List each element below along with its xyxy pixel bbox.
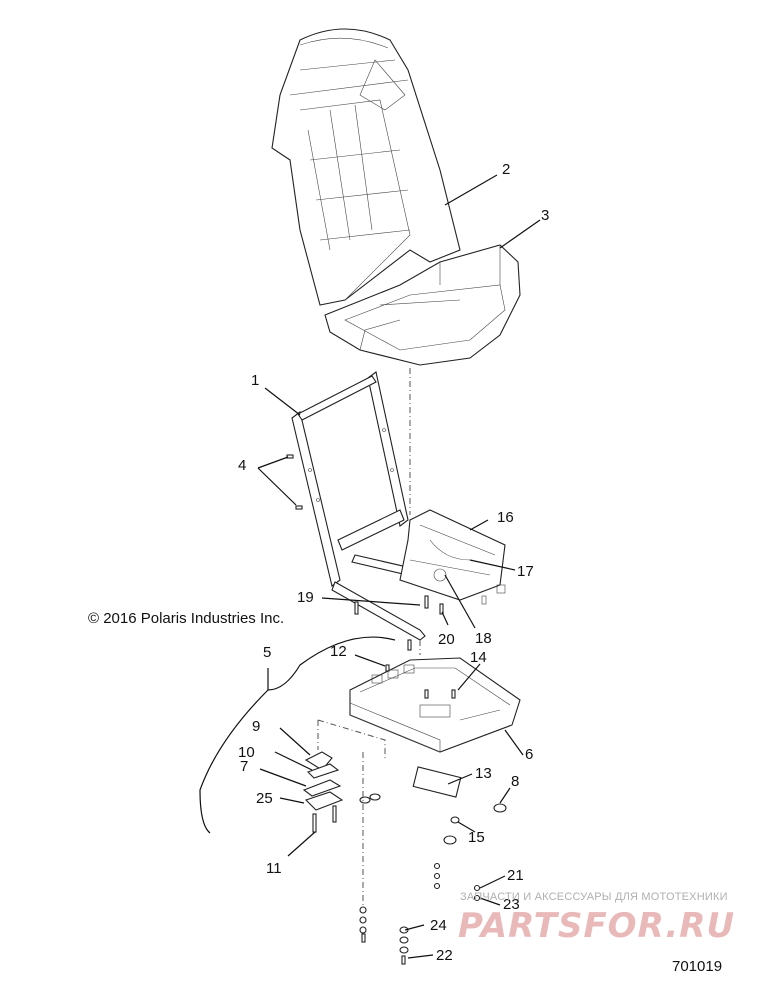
callout-10: 10 <box>238 744 255 761</box>
seat-back <box>271 28 461 306</box>
seat-base <box>349 657 521 753</box>
callout-1: 1 <box>251 372 259 389</box>
callout-8: 8 <box>511 773 519 790</box>
latch-assembly <box>302 751 344 811</box>
callout-25: 25 <box>256 790 273 807</box>
callout-24: 24 <box>430 917 447 934</box>
callout-4: 4 <box>238 457 246 474</box>
callout-16: 16 <box>497 509 514 526</box>
watermark-tagline: ЗАПЧАСТИ И АКСЕССУАРЫ ДЛЯ МОТОТЕХНИКИ <box>460 891 728 903</box>
callout-12: 12 <box>330 643 347 660</box>
callout-14: 14 <box>470 649 487 666</box>
callout-2: 2 <box>502 161 510 178</box>
callout-13: 13 <box>475 765 492 782</box>
callout-21: 21 <box>507 867 524 884</box>
figure-id: 701019 <box>672 958 723 975</box>
copyright-notice: © 2016 Polaris Industries Inc. <box>88 610 285 627</box>
alignment-lines <box>317 368 421 905</box>
callout-labels: 1 2 3 4 5 6 7 8 9 10 11 12 13 14 15 16 1… <box>238 161 549 964</box>
callout-19: 19 <box>297 589 314 606</box>
callout-3: 3 <box>541 207 549 224</box>
seat-cushion <box>324 244 521 366</box>
hardware <box>286 454 507 965</box>
callout-20: 20 <box>438 631 455 648</box>
slider-plate <box>399 509 506 605</box>
callout-6: 6 <box>525 746 533 763</box>
callout-17: 17 <box>517 563 534 580</box>
callout-7: 7 <box>240 758 248 775</box>
watermark-logo: PARTSFOR.RU <box>458 906 736 946</box>
callout-5: 5 <box>263 644 271 661</box>
callout-18: 18 <box>475 630 492 647</box>
leader-lines <box>199 174 541 959</box>
callout-22: 22 <box>436 947 453 964</box>
callout-9: 9 <box>252 718 260 735</box>
callout-11: 11 <box>266 860 282 877</box>
callout-23: 23 <box>503 896 520 913</box>
callout-15: 15 <box>468 829 485 846</box>
